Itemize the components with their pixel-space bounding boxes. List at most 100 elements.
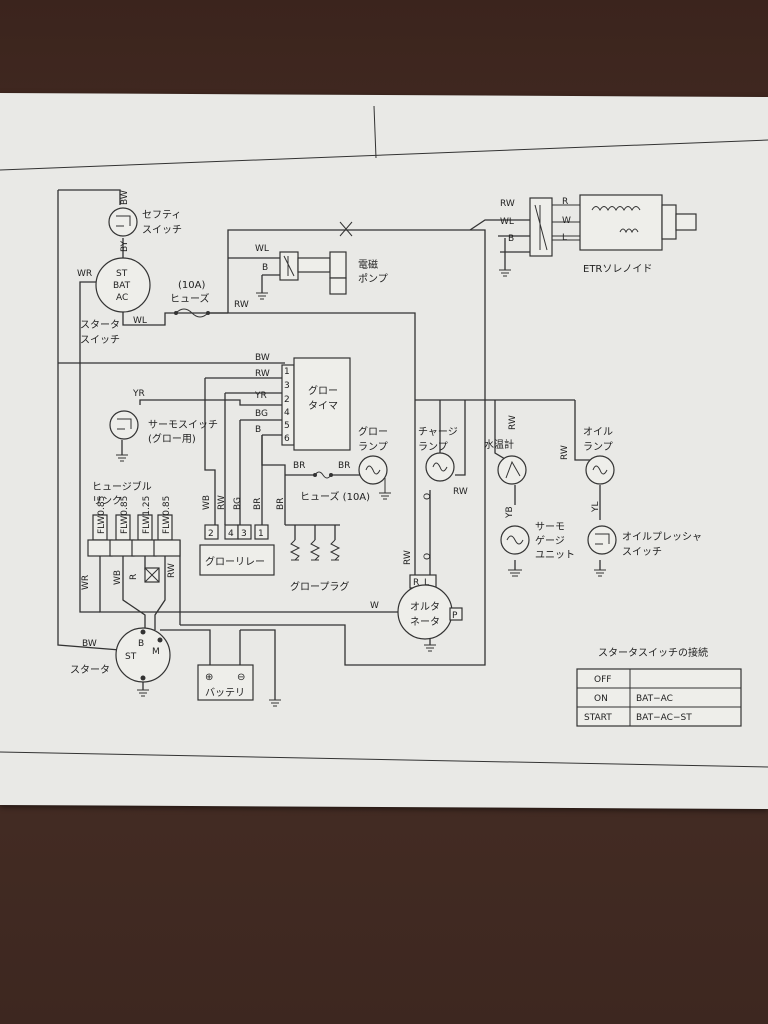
glow-timer-label-2: タイマ: [308, 400, 338, 412]
glow-plug-label: グロープラグ: [290, 580, 349, 593]
wire-fusible-r: R: [129, 574, 139, 580]
switch-table-row-start-value: BAT−AC−ST: [636, 713, 692, 723]
wire-yr-thermo: YR: [132, 389, 145, 399]
oil-pressure-switch: オイルプレッシャ スイッチ: [587, 525, 702, 558]
wire-wl-pump: WL: [255, 244, 269, 254]
switch-table-row-on-value: BAT−AC: [636, 694, 673, 704]
thermo-switch-label-2: (グロー用): [148, 432, 196, 445]
alternator-label-2: ネータ: [410, 616, 440, 628]
pump-label-1: 電磁: [358, 258, 378, 271]
wire-labels: BW BY WR WL WL B RW RW WL B BW RW YR BG …: [77, 190, 601, 611]
timer-pin-5: 5: [284, 421, 290, 431]
wire-rw-charge: RW: [453, 487, 468, 497]
wire-rw-water: RW: [508, 415, 518, 430]
glow-relay-label: グローリレー: [205, 555, 265, 568]
starter-switch: ST BAT AC スタータ スイッチ: [80, 257, 151, 346]
wire-o-a: O: [423, 493, 433, 500]
relay-term-4: 4: [228, 529, 234, 539]
wire-relay-rw: RW: [217, 495, 227, 510]
glow-plugs: [289, 539, 341, 561]
fusible-links: ヒュージブル リンク FLW0.85 FLW0.85 FLW1.25 FLW0.…: [87, 480, 181, 583]
thermo-switch-label-1: サーモスイッチ: [148, 419, 218, 431]
electromagnetic-pump: 電磁 ポンプ: [279, 251, 388, 295]
main-fuse-label: ヒューズ: [170, 292, 210, 305]
wire-timer-bw: BW: [255, 353, 270, 363]
wire-wl-etr: WL: [500, 217, 514, 227]
battery: ⊕ ⊖ バッテリ: [197, 664, 254, 701]
alternator-term-l: L: [424, 578, 429, 588]
wire-w-alt: W: [370, 601, 379, 611]
wire-br-a: BR: [293, 461, 305, 471]
pump-label-2: ポンプ: [358, 273, 388, 285]
cross-mark: [339, 221, 353, 237]
etr-solenoid: R W L ETRソレノイド: [529, 194, 697, 275]
starter-switch-term-ac: AC: [116, 293, 128, 303]
wire-timer-bg: BG: [255, 409, 268, 419]
starter-term-b: B: [138, 639, 144, 649]
switch-table-row-off: OFF: [594, 675, 611, 685]
switch-table-row-on: ON: [594, 694, 608, 704]
wire-timer-yr: YR: [254, 391, 267, 401]
fold-line: [0, 139, 768, 171]
wire-b-etr: B: [508, 234, 514, 244]
wire-relay-bg: BG: [233, 497, 243, 510]
wire-br-b: BR: [338, 461, 350, 471]
fold-tick: [373, 105, 377, 159]
safety-switch-label-2: スイッチ: [142, 224, 182, 236]
fusible-link-label-2: リンク: [92, 495, 122, 507]
relay-term-2: 2: [208, 529, 214, 539]
timer-pin-6: 6: [284, 434, 290, 444]
oil-lamp: オイル ランプ: [583, 426, 615, 485]
main-fuse-rating: (10A): [178, 280, 205, 291]
wire-rw-oil: RW: [560, 445, 570, 460]
glow-lamp-label-1: グロー: [358, 425, 388, 438]
relay-term-3: 3: [241, 529, 247, 539]
wire-relay-br: BR: [253, 498, 263, 510]
timer-pin-4: 4: [284, 408, 290, 418]
alternator: R L P オルタ ネータ: [397, 574, 463, 640]
fusible-spec-3: FLW1.25: [142, 496, 152, 534]
etr-wire-l: L: [562, 233, 567, 243]
starter-switch-label-2: スイッチ: [80, 334, 120, 346]
wire-yb: YB: [505, 506, 515, 519]
starter-switch-term-st: ST: [116, 269, 128, 279]
wire-rw-alt: RW: [403, 550, 413, 565]
starter-switch-connection-table: スタータスイッチの接続 OFF ON BAT−AC START BAT−AC−S…: [576, 646, 742, 727]
main-fuse: (10A) ヒューズ: [170, 280, 210, 318]
wire-fusible-wb: WB: [113, 570, 123, 585]
starter-term-m: M: [152, 647, 160, 657]
thermo-gauge-unit: サーモ ゲージ ユニット: [500, 521, 575, 561]
wire-fusible-rw: RW: [167, 563, 177, 578]
starter-label: スタータ: [70, 664, 110, 676]
alternator-term-p: P: [452, 611, 458, 621]
glow-lamp: グロー ランプ: [358, 425, 388, 493]
wire-b-pump: B: [262, 263, 268, 273]
water-temp-label: 水温計: [484, 438, 514, 451]
wire-bw-starter: BW: [82, 639, 97, 649]
safety-switch: セフティ スイッチ: [108, 207, 182, 237]
thermo-gauge-label-1: サーモ: [535, 521, 565, 533]
wire-timer-rw: RW: [255, 369, 270, 379]
oil-pressure-label-2: スイッチ: [622, 546, 662, 558]
thermo-switch: サーモスイッチ (グロー用): [109, 410, 218, 445]
starter-motor: ST B M スタータ BW: [70, 627, 171, 683]
safety-switch-label-1: セフティ: [142, 209, 181, 221]
oil-pressure-label-1: オイルプレッシャ: [622, 531, 702, 543]
charge-lamp: チャージ ランプ: [418, 426, 458, 482]
wire-yl: YL: [591, 501, 601, 513]
alternator-term-r: R: [413, 578, 419, 588]
page-bottom-line: [0, 751, 768, 768]
fusible-spec-1: FLW0.85: [97, 496, 107, 534]
wire-o-b: O: [423, 553, 433, 560]
fusible-spec-4: FLW0.85: [162, 496, 172, 534]
water-temperature-gauge: 水温計: [484, 438, 527, 485]
glow-timer-label-1: グロー: [308, 384, 338, 397]
battery-term-minus: ⊖: [237, 672, 245, 683]
oil-lamp-label-1: オイル: [583, 426, 613, 438]
wire-timer-b: B: [255, 425, 261, 435]
ground-symbols: [116, 269, 606, 707]
switch-table-title: スタータスイッチの接続: [598, 646, 708, 659]
glow-fuse-label: ヒューズ (10A): [300, 490, 370, 503]
wire-wl-switch: WL: [133, 316, 147, 326]
